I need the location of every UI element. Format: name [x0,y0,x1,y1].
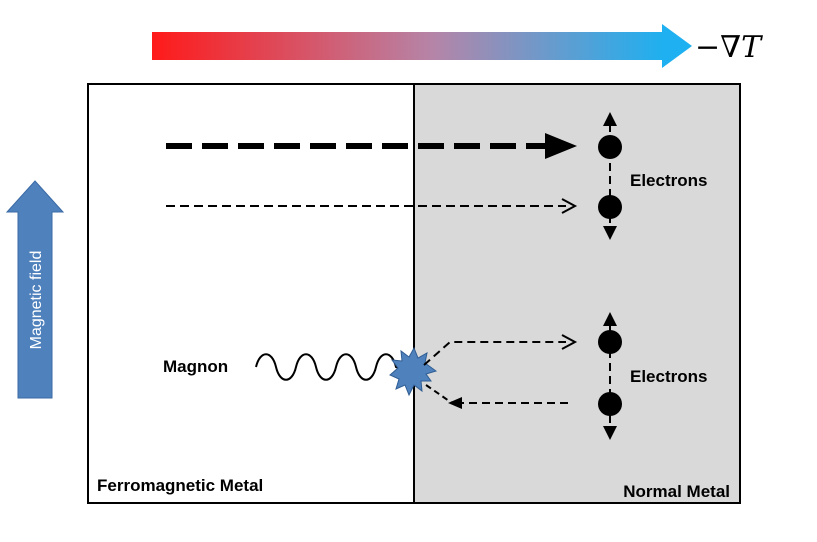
electron-pair-bottom [598,312,622,440]
ferromagnetic-metal-region [87,83,415,504]
electron-spin-down [598,195,622,219]
magnetic-field-label: Magnetic field [28,251,45,350]
electrons-label-bottom: Electrons [630,367,707,386]
magnon-wave [255,353,405,381]
normal-metal-region [413,83,741,504]
gradient-label: −∇T [695,30,763,65]
thick-dashed-arrow [166,133,577,159]
electron-spin-up [598,330,622,354]
scattered-incoming-arrow [425,384,568,409]
thin-dashed-arrow [166,198,578,214]
electron-spin-down [598,392,622,416]
electrons-label-top: Electrons [630,171,707,190]
temperature-gradient-arrow [152,24,692,68]
normal-metal-label: Normal Metal [623,482,730,501]
electron-pair-top [598,112,622,240]
electron-spin-up [598,135,622,159]
scattered-outgoing-arrow [423,334,578,366]
magnon-label: Magnon [163,357,228,376]
magnetic-field-arrow: Magnetic field [5,180,65,399]
scattering-burst [389,346,438,397]
ferromagnetic-metal-label: Ferromagnetic Metal [97,476,263,495]
